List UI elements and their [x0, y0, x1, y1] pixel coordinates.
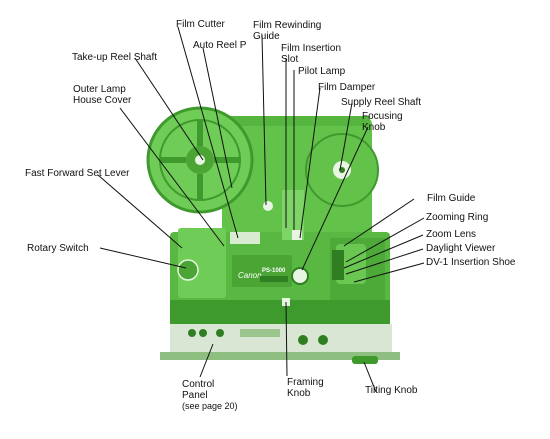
panel-switches — [240, 329, 280, 337]
control-panel-strip — [170, 324, 392, 356]
cutter-block — [230, 232, 260, 244]
brand-text: Canon — [238, 271, 262, 280]
label-supply-reel-shaft: Supply Reel Shaft — [341, 97, 422, 108]
label-daylight-viewer: Daylight Viewer — [426, 243, 496, 254]
line-outer-lamp-house-cover — [119, 107, 225, 247]
panel-knob-4 — [298, 335, 308, 345]
tilting-knob-shape — [352, 356, 378, 364]
projector-body: Canon PS-1000 — [160, 116, 400, 364]
line-tilting-knob — [363, 361, 377, 393]
supply-reel — [305, 133, 379, 207]
film-path-block — [282, 190, 304, 240]
label-pilot-lamp: Pilot Lamp — [298, 66, 346, 77]
model-text: PS-1000 — [262, 268, 286, 274]
label-takeup-reel-shaft: Take-up Reel Shaft — [72, 52, 158, 63]
line-zooming-ring — [345, 217, 425, 263]
line-auto-reel-p — [202, 47, 233, 189]
line-focusing-knob — [301, 126, 369, 271]
label-auto-reel-p: Auto Reel P — [193, 40, 247, 51]
line-daylight-viewer — [345, 248, 424, 275]
line-takeup-reel-shaft — [134, 57, 204, 161]
line-film-damper — [299, 87, 321, 239]
panel-knob-5 — [318, 335, 328, 345]
line-rotary-switch — [99, 247, 187, 269]
housing-shadow — [170, 300, 390, 324]
label-zooming-ring: Zooming Ring — [426, 212, 489, 223]
takeup-reel — [146, 106, 254, 214]
takeup-reel-spokes — [160, 120, 240, 200]
label-dv1-insertion-shoe: DV-1 Insertion Shoe — [426, 257, 516, 268]
line-dv1-insertion-shoe — [353, 262, 425, 283]
takeup-reel-spindle — [195, 155, 205, 165]
rotary-switch-dial — [177, 259, 199, 281]
lens-front — [332, 250, 344, 280]
line-supply-reel-shaft — [339, 102, 353, 171]
line-film-guide — [343, 198, 415, 247]
label-film-cutter: Film Cutter — [176, 19, 225, 30]
model-subplate — [260, 276, 288, 282]
label-zoom-lens: Zoom Lens — [426, 229, 477, 240]
panel-knob-2 — [199, 329, 207, 337]
pilot-lamp-block — [292, 230, 302, 240]
label-fast-forward-set-lever: Fast Forward Set Lever — [25, 168, 130, 179]
label-film-guide: Film Guide — [427, 193, 476, 204]
panel-knob-1 — [188, 329, 196, 337]
label-rotary-switch: Rotary Switch — [27, 243, 89, 254]
line-film-rewinding-guide — [261, 34, 267, 206]
line-framing-knob — [285, 301, 288, 377]
line-zoom-lens — [343, 234, 424, 269]
label-film-damper: Film Damper — [318, 82, 376, 93]
leader-lines — [97, 26, 425, 393]
focusing-knob-dial — [291, 267, 309, 285]
panel-knob-3 — [216, 329, 224, 337]
line-control-panel — [199, 343, 214, 378]
line-fast-forward-set-lever — [97, 174, 183, 249]
control-panel-base — [160, 352, 400, 360]
reel-arm — [225, 116, 370, 126]
film-rewind-guide-knob — [263, 201, 273, 211]
line-film-cutter — [177, 26, 239, 239]
label-tilting-knob: Tilting Knob — [365, 385, 418, 396]
